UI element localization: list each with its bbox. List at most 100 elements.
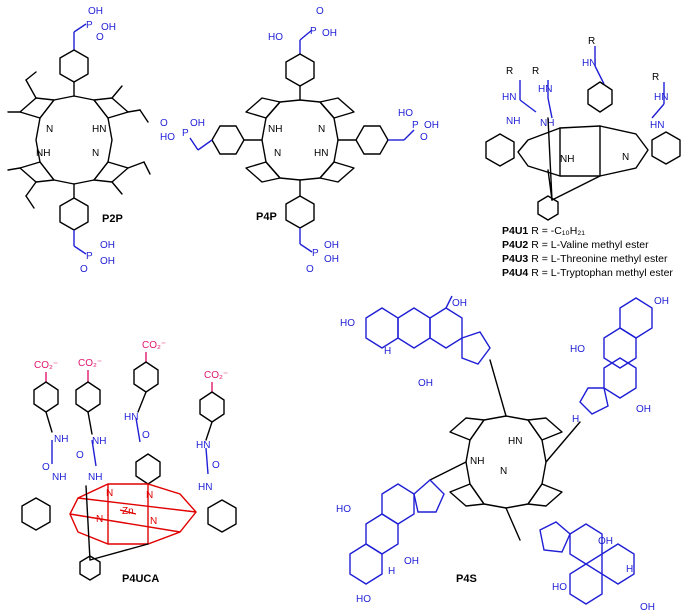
p4p-phenyl-top [285, 53, 315, 87]
p4uca-zn: Zn [122, 506, 134, 517]
p4u-r-def-1: P4U1 R = -C₁₀H₂₁ [502, 225, 585, 237]
p4uca-co2-1: CO₂⁻ [34, 360, 58, 371]
p4u-hn-2: HN [538, 84, 552, 95]
p4u-hn-1: HN [502, 92, 516, 103]
p2p-label: P2P [102, 213, 123, 225]
p4u-nh-2: NH [540, 118, 554, 129]
p4s-oh-1: OH [452, 298, 467, 309]
p4u-nh-1: NH [506, 116, 520, 127]
p4p-o-top: O [316, 6, 324, 17]
p4s-n-core: N [500, 466, 507, 477]
p4s-h-2: H [572, 414, 579, 425]
p4s-ho-2: HO [570, 344, 585, 355]
p4p-o-bottom: O [306, 264, 314, 275]
p4u-hn-3: HN [582, 58, 596, 69]
p4u-aryl-right [651, 131, 681, 165]
p4uca-o-2: O [76, 450, 84, 461]
p4s-ho-3: HO [356, 594, 371, 605]
p4p-n-1: N [318, 124, 325, 135]
p4uca-o-1: O [42, 462, 50, 473]
p2p-oh-top-1: OH [88, 6, 103, 17]
p4u-aryl-top [587, 81, 613, 113]
p2p-o-top: O [96, 32, 104, 43]
p4p-oh-bottom-1: OH [324, 240, 339, 251]
p4uca-aryl-right [207, 499, 237, 533]
p4p-nh-1: NH [268, 124, 282, 135]
p2p-nh-2: NH [36, 148, 50, 159]
p4p-phenyl-left [211, 125, 245, 155]
p2p-porphyrin-core [7, 71, 151, 209]
p4s-porphyrin-core [429, 359, 581, 541]
p4s-steroid-top-left [365, 295, 491, 365]
p4p-ho-right: HO [398, 108, 413, 119]
p4uca-hn-7: HN [198, 482, 212, 493]
p4u-r-2: R [532, 66, 539, 77]
p4p-ho-top: HO [268, 32, 283, 43]
p2p-p-top: P [86, 20, 93, 31]
p4uca-nh-1: NH [54, 434, 68, 445]
p4uca-hn-4: HN [196, 440, 210, 451]
p2p-phosphonate-bottom [73, 230, 87, 255]
p4uca-n-3: N [96, 514, 103, 525]
p4s-ho-4: HO [336, 504, 351, 515]
p4uca-benzyl-4 [199, 391, 225, 423]
p4u-hn-4: HN [654, 92, 668, 103]
p4p-o-right: O [420, 132, 428, 143]
p4u-r-def-2: P4U2 R = L-Valine methyl ester [502, 239, 649, 251]
p2p-phenyl-bottom [59, 197, 89, 231]
p4u-aryl-left [485, 133, 515, 167]
p4p-oh-top: OH [322, 28, 337, 39]
p2p-phosphonate-top [73, 23, 87, 50]
compound-p2p: P OH OH O N HN NH N [7, 6, 151, 275]
p2p-oh-top-2: OH [101, 22, 116, 33]
p4s-oh-7: OH [640, 602, 655, 613]
p4p-ho-left: HO [160, 132, 175, 143]
p4p-oh-right: OH [424, 120, 439, 131]
p4uca-nh-6: NH [88, 472, 102, 483]
p4uca-benzyl-3 [133, 361, 159, 393]
p4uca-hn-3: HN [124, 412, 138, 423]
p4s-h-3: H [388, 566, 395, 577]
p2p-n-1: N [46, 124, 53, 135]
p4uca-n-2: N [146, 490, 153, 501]
p4uca-n-4: N [150, 516, 157, 527]
p4uca-nh-2: NH [92, 436, 106, 447]
p4p-p-right: P [412, 120, 419, 131]
p4uca-aryl-top [135, 453, 161, 485]
p4p-phenyl-bottom [285, 195, 315, 229]
compound-p4u: R R R R HN HN HN HN NH NH HN NH N P4U1 R… [485, 36, 681, 279]
p4u-r-4: R [652, 72, 659, 83]
p4s-oh-5: OH [404, 556, 419, 567]
p4p-porphyrin-core [245, 97, 355, 183]
compound-p4p: P O OH HO NH N N HN P O OH HO P HO OH O [160, 6, 439, 275]
p4p-o-left: O [160, 118, 168, 129]
p4p-n-2: N [274, 148, 281, 159]
p4p-oh-bottom-2: OH [324, 254, 339, 265]
p2p-o-bottom: O [80, 264, 88, 275]
p4s-h-4: H [626, 564, 633, 575]
p4uca-label: P4UCA [122, 573, 159, 585]
p2p-phenyl-top [59, 49, 89, 83]
p4uca-co2-4: CO₂⁻ [204, 370, 228, 381]
p4s-steroid-top-right [579, 297, 653, 415]
p4u-aryl-bottom [537, 195, 559, 221]
p4u-n-core: N [622, 152, 629, 163]
p4p-p-left: P [182, 128, 189, 139]
p4s-steroid-bottom-right [539, 521, 635, 605]
p4s-hn-core: HN [508, 436, 522, 447]
p2p-oh-bottom-2: OH [100, 256, 115, 267]
p4p-p-bottom: P [312, 248, 319, 259]
p4u-urea-arms [519, 46, 665, 119]
p4p-p-top: P [310, 26, 317, 37]
p2p-oh-bottom-1: OH [100, 240, 115, 251]
p4s-label: P4S [456, 573, 477, 585]
p4p-label: P4P [256, 211, 277, 223]
p4uca-o-3: O [142, 430, 150, 441]
p4u-r-def-3: P4U3 R = L-Threonine methyl ester [502, 253, 668, 265]
p4u-r-1: R [506, 66, 513, 77]
p4s-ho-5: HO [552, 582, 567, 593]
p4s-ho-1: HO [340, 318, 355, 329]
p4p-phenyl-right [355, 125, 389, 155]
p2p-n-2: N [92, 148, 99, 159]
